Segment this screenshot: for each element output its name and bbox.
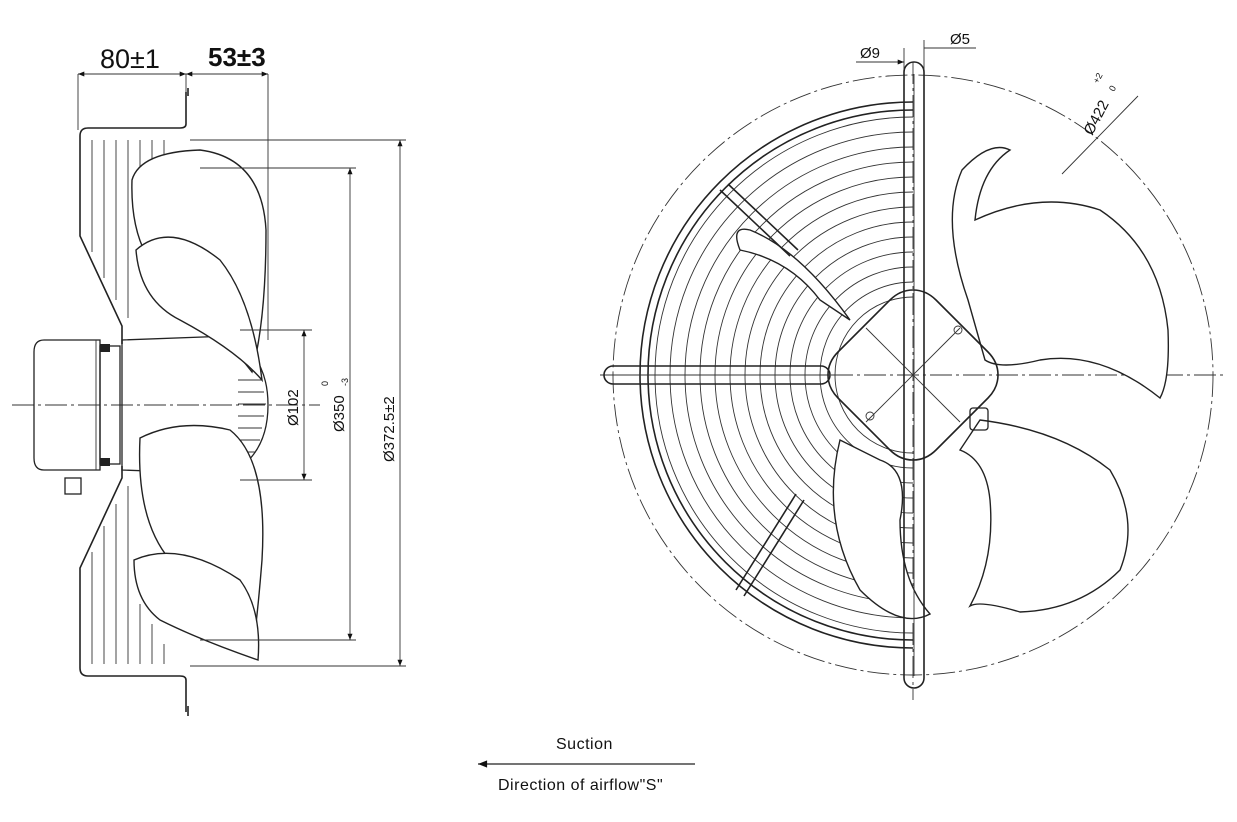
side-view: 80±1 53±3 Ø102 Ø350 0 -3 Ø372.5±2: [12, 42, 406, 716]
hub-ribs: [238, 379, 266, 453]
fan-blades-side: [131, 149, 267, 661]
dim-hub-dia: Ø102: [240, 329, 312, 481]
dim-outer-tol-upper: +2: [1091, 71, 1105, 85]
dim-outer-dia-text: Ø422: [1081, 97, 1113, 137]
motor-square: [827, 289, 999, 461]
dim-blade-dia-tol-lower: -3: [340, 378, 350, 386]
dim-hub-dia-text: Ø102: [285, 389, 302, 426]
dim-blade-dia-text: Ø350: [331, 395, 348, 432]
dim-wire-b-text: Ø5: [950, 31, 970, 48]
dim-wire-a-text: Ø9: [860, 45, 880, 62]
motor-body: [33, 339, 121, 495]
dim-outer-tol-lower: 0: [1107, 84, 1118, 93]
dim-depth-guard: 53±3: [185, 42, 269, 340]
guard-struts: [719, 183, 805, 597]
fan-blades-front: [736, 146, 1169, 620]
dim-wire: Ø9 Ø5: [856, 31, 976, 70]
front-view: Ø9 Ø5 Ø422 +2 0: [600, 31, 1226, 700]
dim-depth-guard-text: 53±3: [208, 42, 266, 72]
dim-blade-dia-tol-upper: 0: [320, 381, 330, 386]
dim-guard-dia: Ø372.5±2: [190, 139, 406, 667]
dim-depth-total-text: 80±1: [100, 44, 160, 74]
dim-outer-dia: Ø422 +2 0: [1061, 71, 1139, 175]
dim-blade-dia: Ø350 0 -3: [200, 167, 356, 641]
vertical-guard-bar: [903, 61, 925, 689]
suction-label: Suction: [556, 736, 613, 753]
horizontal-guard-bar: [603, 365, 831, 385]
dim-depth-total: 80±1: [77, 44, 187, 130]
airflow-legend: Suction Direction of airflow"S": [477, 736, 695, 794]
airflow-label: Direction of airflow"S": [498, 777, 663, 794]
dim-guard-dia-text: Ø372.5±2: [381, 396, 398, 462]
